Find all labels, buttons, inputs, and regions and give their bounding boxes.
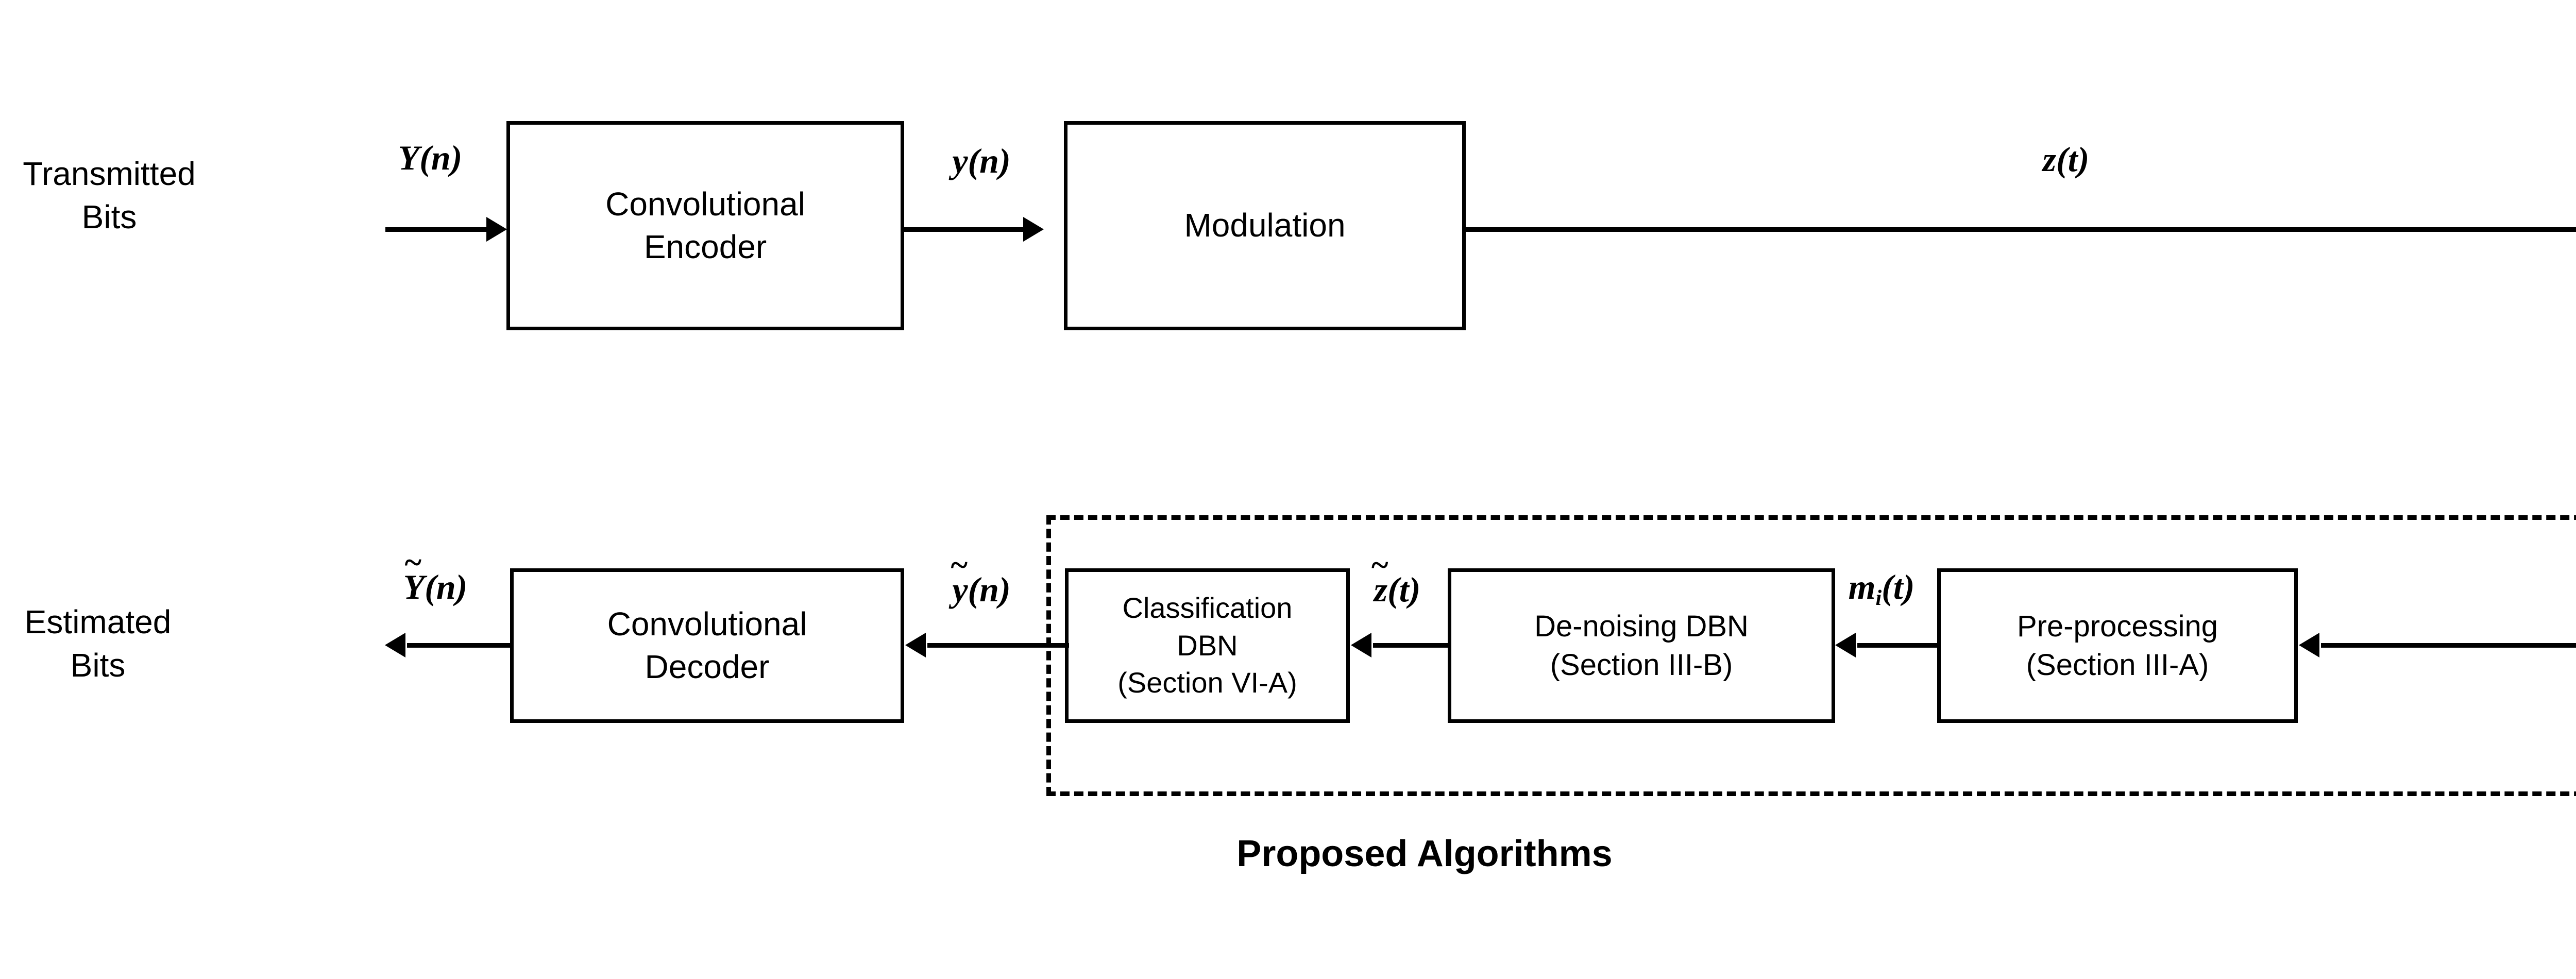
signal-label-zt: z(t) (2042, 140, 2090, 179)
arrowhead-pilot-detector-to-preprocessing (2299, 633, 2319, 657)
classification-dbn-line2: DBN (1177, 629, 1238, 662)
connector-preprocessing-to-denoising (1857, 643, 1940, 648)
convolutional-decoder-block[interactable]: Convolutional Decoder (510, 568, 904, 723)
connector-modulation-to-pilot-insertion (1466, 227, 2576, 232)
signal-mit-base: m (1848, 567, 1876, 606)
classification-dbn-block[interactable]: Classification DBN (Section VI-A) (1065, 568, 1350, 723)
proposed-algorithms-label: Proposed Algorithms (1236, 833, 1613, 874)
signal-label-zt-tilde: z(t) (1374, 572, 1421, 607)
signal-label-yn: y(n) (952, 141, 1011, 180)
signal-zt-tilde-head: z (1374, 572, 1387, 607)
transmitted-bits-label: Transmitted Bits (0, 152, 228, 239)
estimated-bits-line1: Estimated (24, 603, 172, 640)
connector-classification-to-decoder (927, 643, 1069, 648)
preprocessing-block[interactable]: Pre-processing (Section III-A) (1937, 568, 2298, 723)
denoising-dbn-line1: De-noising DBN (1534, 609, 1749, 643)
signal-yn-tilde-tail: (n) (968, 570, 1011, 609)
signal-mit-subscript: i (1875, 585, 1882, 610)
connector-pilot-detector-to-preprocessing (2321, 643, 2576, 648)
signal-label-Yn: Y(n) (398, 138, 463, 177)
signal-yn-tilde-head: y (952, 572, 968, 607)
connector-denoising-to-classification (1373, 643, 1451, 648)
signal-mit-tail: (t) (1882, 567, 1915, 606)
estimated-bits-label: Estimated Bits (0, 600, 216, 687)
denoising-dbn-block[interactable]: De-noising DBN (Section III-B) (1448, 568, 1835, 723)
connector-decoder-to-output (407, 643, 513, 648)
convolutional-encoder-line2: Encoder (643, 228, 767, 265)
signal-zt-tilde-tail: (t) (1387, 570, 1421, 609)
arrowhead-denoising-to-classification (1351, 633, 1371, 657)
preprocessing-line1: Pre-processing (2016, 609, 2218, 643)
convolutional-encoder-block[interactable]: Convolutional Encoder (506, 121, 904, 330)
signal-Yn-tilde-head: Y (403, 569, 425, 604)
transmitted-bits-line2: Bits (81, 198, 137, 236)
convolutional-decoder-line1: Convolutional (607, 605, 807, 643)
connector-encoder-to-modulation (904, 227, 1025, 232)
convolutional-encoder-line1: Convolutional (605, 185, 805, 223)
signal-label-yn-tilde: y(n) (952, 572, 1010, 607)
arrowhead-classification-to-decoder (905, 633, 926, 657)
arrowhead-encoder-to-modulation (1023, 217, 1044, 242)
arrowhead-preprocessing-to-denoising (1835, 633, 1856, 657)
modulation-block[interactable]: Modulation (1064, 121, 1466, 330)
classification-dbn-line1: Classification (1122, 591, 1293, 624)
preprocessing-line2: (Section III-A) (2026, 648, 2209, 682)
signal-label-mit: mi(t) (1849, 569, 1915, 609)
denoising-dbn-line2: (Section III-B) (1550, 648, 1733, 682)
estimated-bits-line2: Bits (70, 647, 126, 684)
modulation-label: Modulation (1184, 207, 1346, 244)
proposed-algorithms-region (1046, 515, 2576, 796)
arrowhead-decoder-to-output (385, 633, 405, 657)
convolutional-decoder-line2: Decoder (645, 648, 770, 685)
signal-label-Yn-tilde: Y(n) (403, 569, 468, 604)
classification-dbn-line3: (Section VI-A) (1117, 666, 1297, 699)
signal-Yn-tilde-tail: (n) (425, 567, 468, 606)
connector-input-to-encoder (385, 227, 488, 232)
arrowhead-input-to-encoder (486, 217, 507, 242)
transmitted-bits-line1: Transmitted (23, 155, 196, 192)
